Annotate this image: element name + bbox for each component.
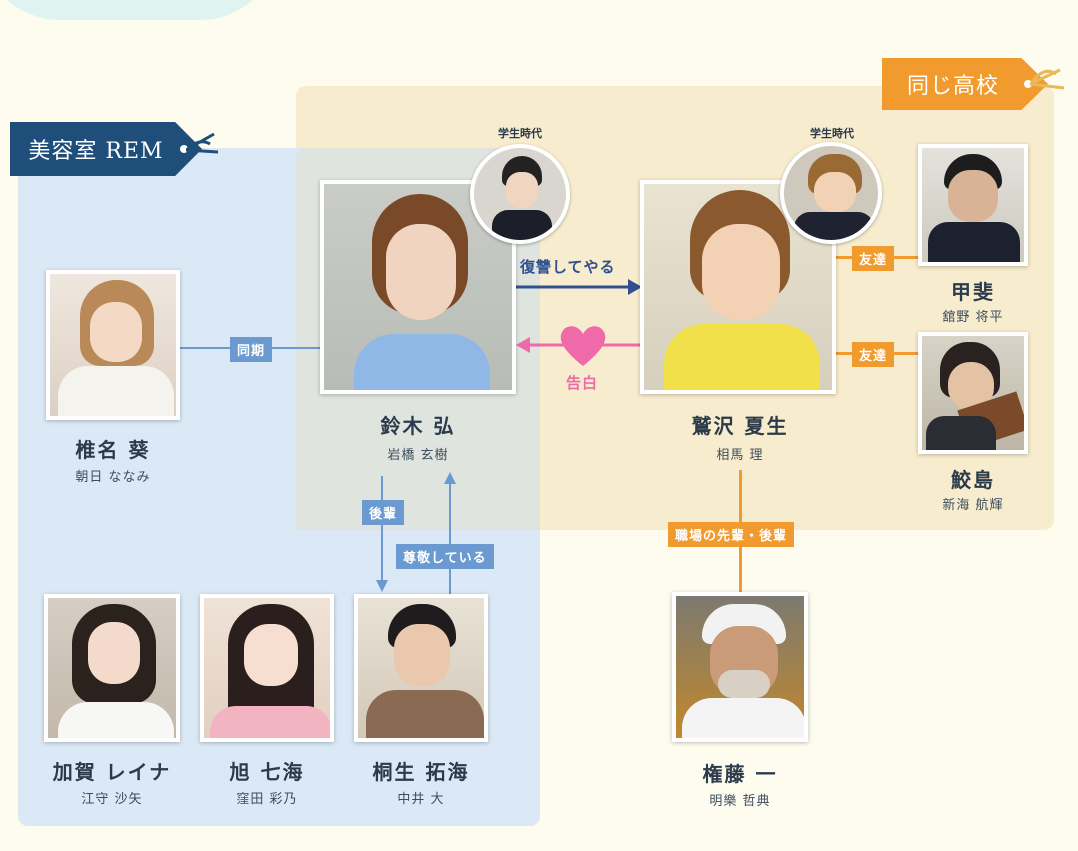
same-school-tag-label: 同じ高校 bbox=[906, 74, 999, 99]
gondo-actor: 明樂 哲典 bbox=[709, 794, 771, 809]
work-label: 職場の先輩・後輩 bbox=[668, 522, 795, 547]
suzuki-actor: 岩橋 玄樹 bbox=[387, 448, 449, 463]
tag-hole bbox=[1024, 80, 1032, 88]
same-school-tag: 同じ高校 bbox=[882, 58, 1048, 110]
same-year-label: 同期 bbox=[230, 337, 273, 362]
shiina-name: 椎名 葵 bbox=[75, 438, 151, 462]
kaga-actor: 江守 沙矢 bbox=[81, 792, 143, 807]
kiryu-actor: 中井 大 bbox=[397, 792, 445, 807]
asahi-name: 旭 七海 bbox=[229, 760, 305, 784]
respect-arrow bbox=[444, 472, 456, 594]
gondo-photo bbox=[672, 592, 808, 742]
kai-actor: 舘野 将平 bbox=[942, 310, 1004, 325]
suzuki-name: 鈴木 弘 bbox=[380, 414, 456, 438]
tag-string-icon bbox=[1030, 68, 1065, 90]
decorative-wave bbox=[0, 0, 280, 20]
friend-label-2: 友達 bbox=[852, 342, 895, 367]
asahi-photo bbox=[200, 594, 334, 742]
heart-icon bbox=[560, 326, 606, 366]
washizawa-actor: 相馬 理 bbox=[716, 448, 764, 463]
washizawa-name: 鷲沢 夏生 bbox=[691, 414, 789, 438]
confess-label: 告白 bbox=[566, 374, 599, 392]
student-era-label: 学生時代 bbox=[498, 127, 542, 140]
shiina-actor: 朝日 ななみ bbox=[75, 470, 151, 485]
kai-photo bbox=[918, 144, 1028, 266]
shiina-photo bbox=[46, 270, 180, 420]
revenge-arrow bbox=[516, 279, 642, 295]
revenge-label: 復讐してやる bbox=[520, 258, 616, 276]
kaga-photo bbox=[44, 594, 180, 742]
respect-label: 尊敬している bbox=[396, 544, 494, 569]
friend-label-1: 友達 bbox=[852, 246, 895, 271]
gondo-name: 権藤 一 bbox=[702, 762, 778, 786]
salon-rem-tag: 美容室 REM bbox=[10, 122, 202, 176]
tag-hole bbox=[180, 145, 188, 153]
tag-string-icon bbox=[186, 132, 219, 154]
samejima-photo bbox=[918, 332, 1028, 454]
kaga-name: 加賀 レイナ bbox=[52, 760, 172, 784]
junior-arrow bbox=[376, 476, 388, 592]
junior-label: 後輩 bbox=[362, 500, 405, 525]
samejima-actor: 新海 航輝 bbox=[942, 498, 1004, 513]
kiryu-name: 桐生 拓海 bbox=[372, 760, 470, 784]
student-era-label: 学生時代 bbox=[810, 127, 854, 140]
kai-name: 甲斐 bbox=[951, 280, 995, 304]
suzuki-student-photo bbox=[470, 144, 570, 244]
salon-rem-tag-label: 美容室 REM bbox=[28, 139, 164, 164]
samejima-name: 鮫島 bbox=[951, 468, 995, 492]
asahi-actor: 窪田 彩乃 bbox=[236, 792, 298, 807]
kiryu-photo bbox=[354, 594, 488, 742]
washizawa-student-photo bbox=[780, 142, 882, 244]
